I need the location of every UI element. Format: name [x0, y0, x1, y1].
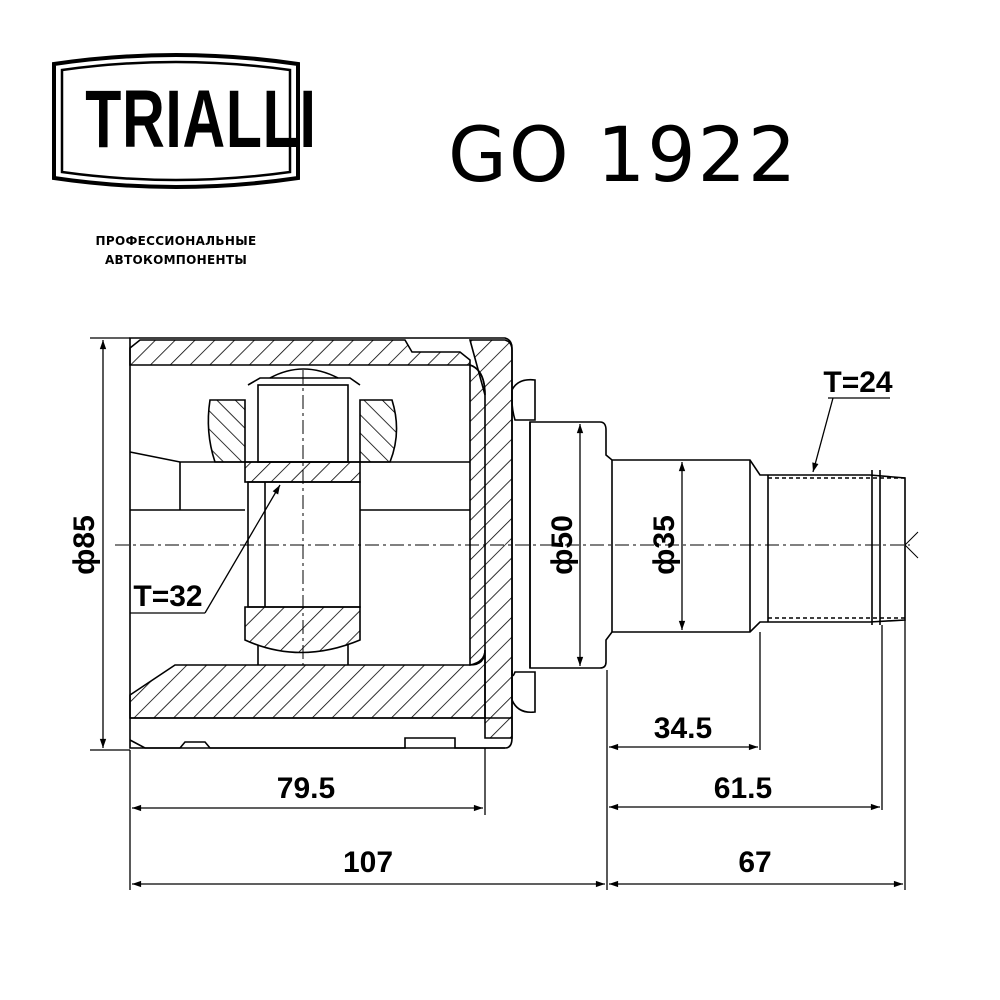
dim-shaft-diameter: ф35 [648, 515, 681, 575]
dimension-lines [90, 337, 906, 890]
part-number-title: GO 1922 [448, 110, 799, 199]
inner-spline-label: T=32 [133, 580, 202, 613]
brand-tagline: ПРОФЕССИОНАЛЬНЫЕ АВТОКОМПОНЕНТЫ [40, 232, 312, 270]
dim-flange-diameter: ф50 [546, 515, 579, 575]
dim-34-5: 34.5 [654, 712, 712, 745]
tagline-line-1: ПРОФЕССИОНАЛЬНЫЕ [95, 234, 257, 248]
tripod-roller [207, 368, 398, 665]
trialli-logo-frame [52, 53, 300, 189]
dim-107: 107 [343, 846, 393, 879]
outer-spline-label: T=24 [823, 366, 893, 399]
seal-clips [511, 378, 536, 714]
dim-housing-diameter: ф85 [68, 515, 101, 575]
housing [129, 337, 513, 749]
tagline-line-2: АВТОКОМПОНЕНТЫ [104, 253, 248, 267]
dim-67: 67 [738, 846, 771, 879]
dimension-labels: ф85 ф50 ф35 T=32 T=24 79.5 107 34.5 61.5… [68, 366, 893, 879]
dim-61-5: 61.5 [714, 772, 772, 805]
dim-79-5: 79.5 [277, 772, 335, 805]
